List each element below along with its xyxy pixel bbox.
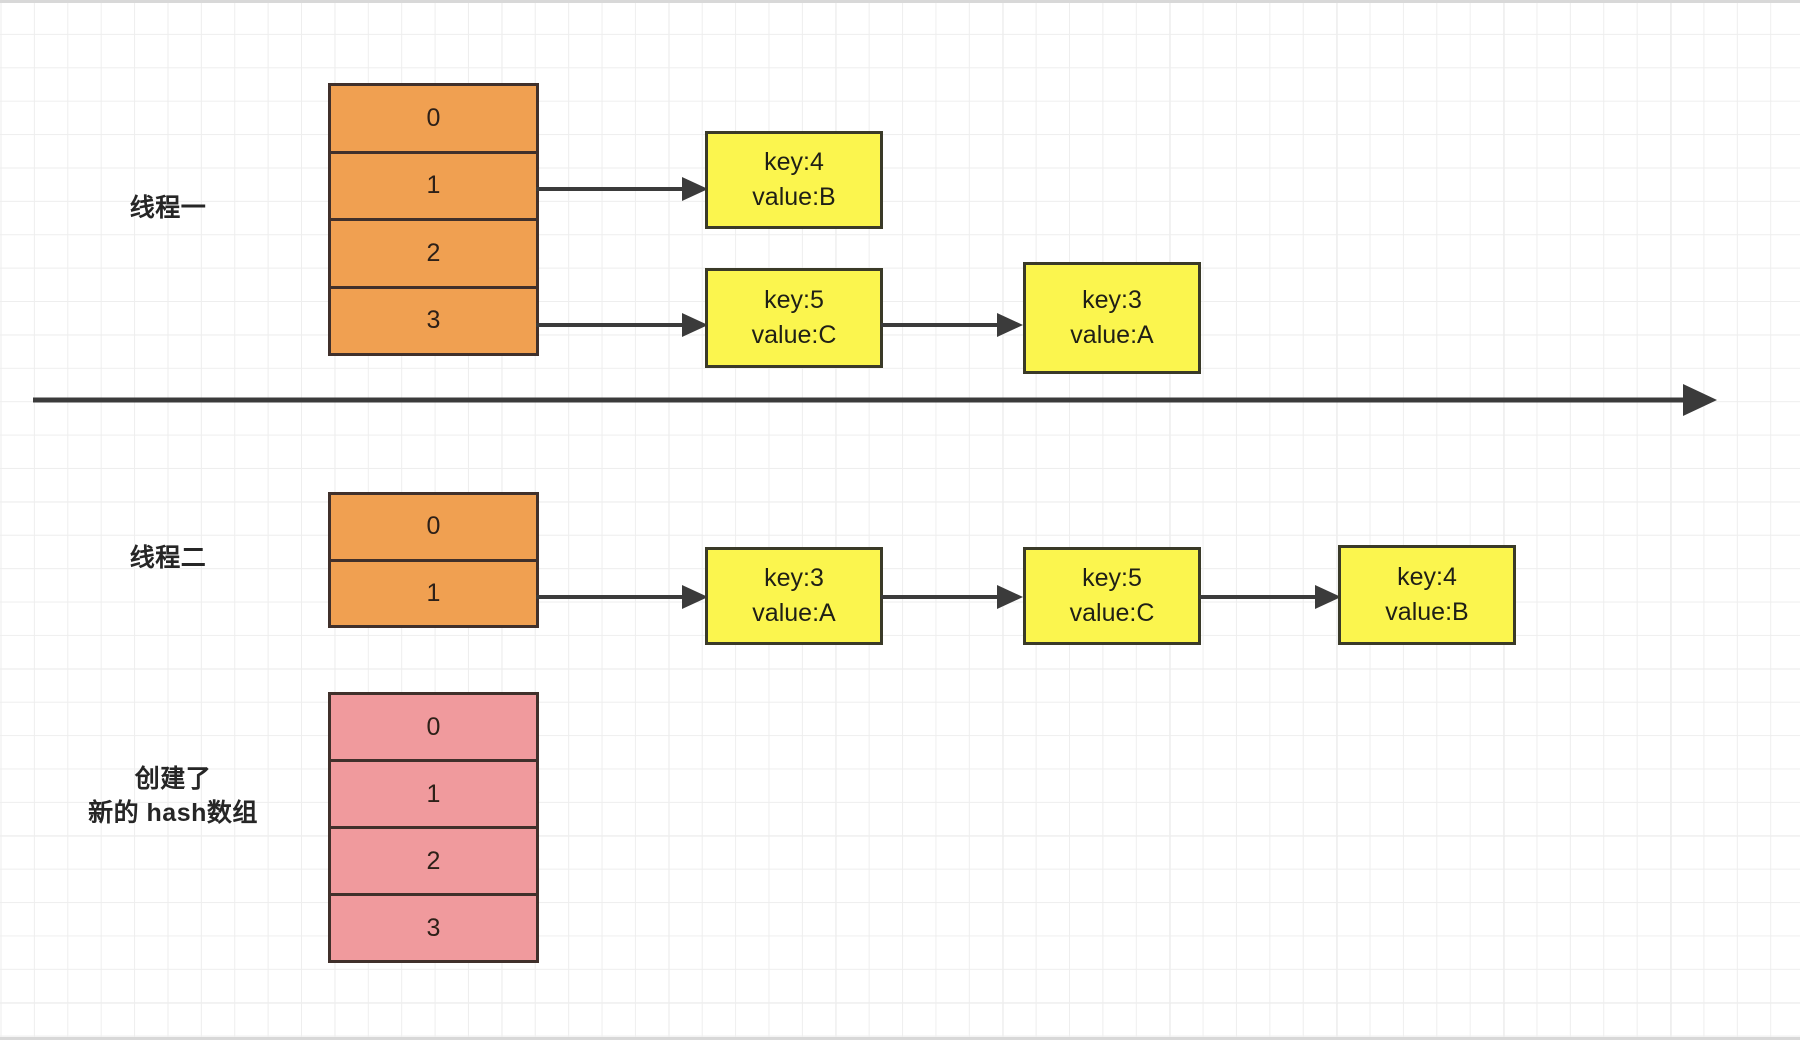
node-value: value:A	[752, 599, 836, 627]
new-hash-array[interactable]: 0 1 2 3	[328, 692, 539, 963]
new-hash-array-label: 创建了 新的 hash数组	[88, 765, 258, 827]
link-arrow-icon	[536, 585, 708, 609]
link-arrow-icon	[536, 177, 708, 201]
chain-node[interactable]: key:4 value:B	[1338, 545, 1516, 645]
chain-node[interactable]: key:4 value:B	[705, 131, 883, 229]
chain-node[interactable]: key:5 value:C	[1023, 547, 1201, 645]
thread-one-hash-array[interactable]: 0 1 2 3	[328, 83, 539, 356]
node-key: key:5	[1082, 563, 1142, 592]
array-cell[interactable]: 1	[331, 153, 536, 221]
array-cell[interactable]: 3	[331, 288, 536, 353]
array-cell[interactable]: 0	[331, 695, 536, 762]
chain-node[interactable]: key:5 value:C	[705, 268, 883, 368]
timeline-arrow-icon	[33, 384, 1717, 416]
thread-two-label: 线程二	[129, 544, 207, 572]
node-key: key:3	[1082, 285, 1142, 314]
node-key: key:3	[764, 563, 824, 592]
node-key: key:4	[764, 147, 824, 176]
link-arrow-icon	[536, 313, 708, 337]
link-arrow-icon	[881, 313, 1023, 337]
array-cell[interactable]: 0	[331, 86, 536, 154]
chain-node[interactable]: key:3 value:A	[705, 547, 883, 645]
thread-two-hash-array[interactable]: 0 1	[328, 492, 539, 628]
node-value: value:B	[1385, 598, 1469, 626]
thread-one-label: 线程一	[129, 194, 207, 222]
node-value: value:C	[1069, 599, 1155, 627]
bottom-divider	[0, 1037, 1800, 1040]
chain-node[interactable]: key:3 value:A	[1023, 262, 1201, 374]
array-cell[interactable]: 2	[331, 829, 536, 896]
array-cell[interactable]: 1	[331, 762, 536, 829]
array-cell[interactable]: 0	[331, 495, 536, 562]
link-arrow-icon	[1199, 585, 1341, 609]
array-cell[interactable]: 3	[331, 896, 536, 960]
node-key: key:5	[764, 285, 824, 314]
node-key: key:4	[1397, 562, 1457, 591]
link-arrow-icon	[881, 585, 1023, 609]
node-value: value:C	[751, 321, 837, 349]
node-value: value:B	[752, 183, 836, 211]
array-cell[interactable]: 2	[331, 221, 536, 289]
node-value: value:A	[1070, 321, 1154, 349]
array-cell[interactable]: 1	[331, 561, 536, 625]
top-divider	[0, 0, 1800, 3]
